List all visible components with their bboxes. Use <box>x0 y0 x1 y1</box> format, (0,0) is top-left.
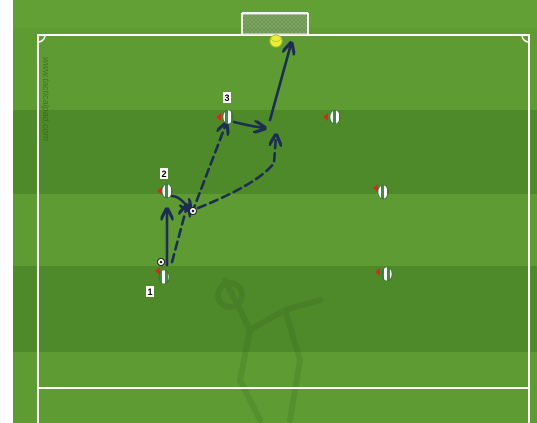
target-ball-icon <box>270 35 282 47</box>
player-number-label: 1 <box>147 287 152 297</box>
player-number-label: 3 <box>224 93 229 103</box>
ball-icon <box>190 208 197 215</box>
watermark: www.tacticalpad.com <box>41 57 51 142</box>
player-number-label: 2 <box>161 169 166 179</box>
pitch <box>13 0 537 423</box>
ball-icon <box>158 259 165 266</box>
goal <box>242 13 308 35</box>
